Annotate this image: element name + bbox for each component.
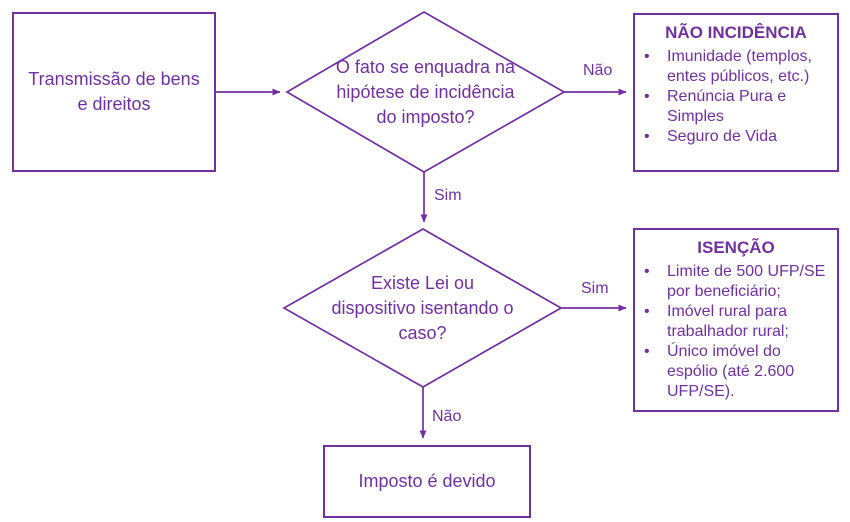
list-item: Seguro de Vida [635, 127, 837, 147]
edge-label-isencao-sim: Sim [581, 280, 609, 297]
node-transmissao-label: Transmissão de bens e direitos [28, 67, 199, 117]
nao-incidencia-list: Imunidade (templos, entes públicos, etc.… [635, 47, 837, 147]
decision-incidencia-line1: O fato se enquadra na [335, 56, 516, 77]
decision-incidencia-diamond-shape [285, 11, 566, 173]
node-transmissao-line1: Transmissão de bens [28, 69, 200, 89]
list-item: Imunidade (templos, entes públicos, etc.… [635, 47, 837, 87]
decision-incidencia-label: O fato se enquadra na hipótese de incidê… [287, 12, 564, 172]
list-item: Limite de 500 UFP/SE por beneficiário; [635, 262, 837, 302]
decision-isencao-line2: dispositivo isentando o [331, 297, 514, 318]
decision-isencao-line3: caso? [398, 322, 447, 343]
node-imposto-devido: Imposto é devido [323, 445, 531, 518]
node-nao-incidencia: NÃO INCIDÊNCIA Imunidade (templos, entes… [633, 13, 839, 172]
list-item: Único imóvel do espólio (até 2.600 UFP/S… [635, 342, 837, 402]
decision-isencao-diamond-shape [282, 228, 563, 388]
list-item: Renúncia Pura e Simples [635, 87, 837, 127]
node-transmissao-line2: e direitos [77, 94, 151, 114]
nao-incidencia-title: NÃO INCIDÊNCIA [665, 23, 807, 42]
edge-label-incidencia-nao: Não [583, 62, 613, 79]
decision-isencao-label: Existe Lei ou dispositivo isentando o ca… [284, 229, 561, 387]
edge-label-incidencia-sim: Sim [434, 187, 462, 204]
isencao-title: ISENÇÃO [697, 238, 775, 257]
node-transmissao: Transmissão de bens e direitos [12, 12, 216, 172]
edge-label-isencao-nao: Não [432, 408, 462, 425]
node-isencao: ISENÇÃO Limite de 500 UFP/SE por benefic… [633, 228, 839, 412]
imposto-devido-label: Imposto é devido [358, 471, 496, 491]
decision-isencao-line1: Existe Lei ou [370, 272, 475, 293]
isencao-list: Limite de 500 UFP/SE por beneficiário; I… [635, 262, 837, 402]
list-item: Imóvel rural para trabalhador rural; [635, 302, 837, 342]
decision-incidencia-line3: do imposto? [376, 106, 475, 127]
decision-incidencia-line2: hipótese de incidência [336, 81, 515, 102]
